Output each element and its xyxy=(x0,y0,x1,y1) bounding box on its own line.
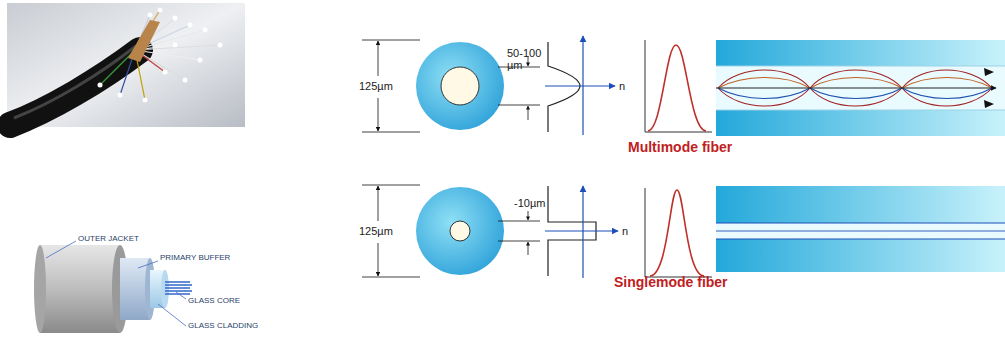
dimension-label: 125µm xyxy=(358,225,394,237)
part-name: PRIMARY BUFFER xyxy=(160,254,230,263)
dimension-label: 50-100 µm xyxy=(507,47,545,71)
part-name: OUTER JACKET xyxy=(78,235,139,244)
part-name: GLASS CORE xyxy=(188,297,240,306)
dimension-label: -10µm xyxy=(514,197,545,209)
axis-label: n xyxy=(619,80,625,92)
fiber-type-title: Multimode fiber xyxy=(628,140,732,155)
axis-label: n xyxy=(622,225,628,237)
part-name: GLASS CLADDING xyxy=(188,322,258,331)
dimension-label: 125µm xyxy=(358,80,394,92)
fiber-type-title: Singlemode fiber xyxy=(614,275,728,290)
